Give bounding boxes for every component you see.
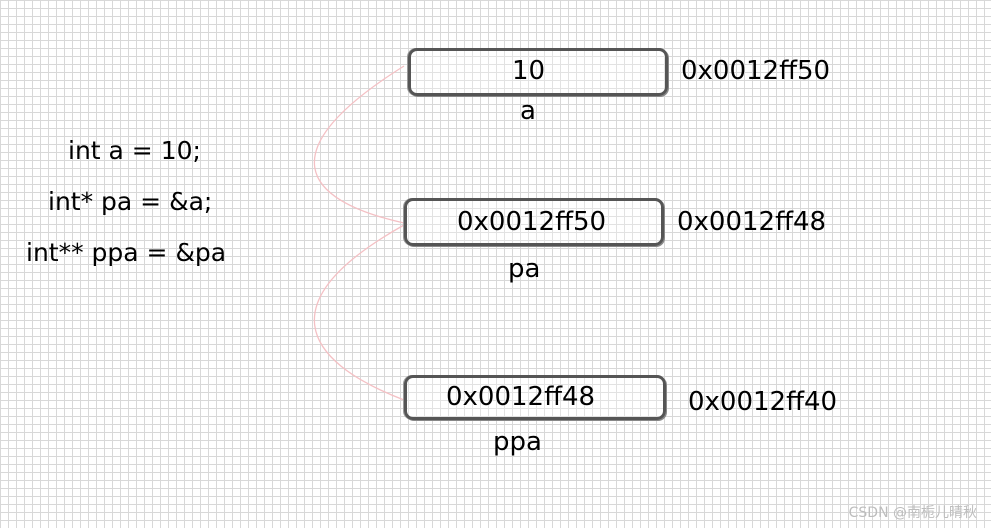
code-line-1: int a = 10; xyxy=(68,136,201,165)
cell-pa-value: 0x0012ff50 xyxy=(457,207,607,237)
cell-ppa-address: 0x0012ff40 xyxy=(688,387,838,417)
cell-ppa-name: ppa xyxy=(493,427,542,457)
arrow-ppa-to-pa xyxy=(313,224,405,401)
code-line-2: int* pa = &a; xyxy=(48,187,213,216)
memory-cell-a xyxy=(408,48,668,96)
arrow-pa-to-a xyxy=(313,65,405,224)
memory-cell-pa xyxy=(404,198,664,246)
watermark: CSDN @南栀儿晴秋 xyxy=(848,505,977,521)
cell-ppa-value: 0x0012ff48 xyxy=(446,382,596,412)
cell-pa-address: 0x0012ff48 xyxy=(677,207,827,237)
code-line-3: int** ppa = &pa xyxy=(26,238,227,267)
cell-a-value: 10 xyxy=(512,56,546,86)
memory-cell-ppa xyxy=(404,375,666,420)
cell-pa-name: pa xyxy=(508,254,541,284)
cell-a-name: a xyxy=(520,96,536,126)
cell-a-address: 0x0012ff50 xyxy=(681,56,831,86)
